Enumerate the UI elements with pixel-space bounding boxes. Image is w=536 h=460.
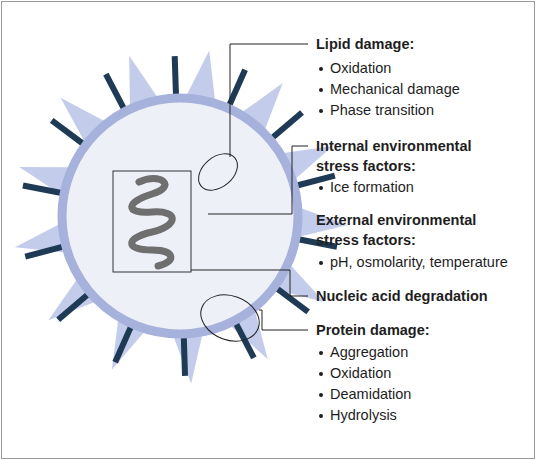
bullet-dot: [319, 88, 323, 92]
spike-rod: [52, 120, 86, 145]
callout-item: Ice formation: [330, 177, 414, 197]
callout-item: Mechanical damage: [330, 79, 460, 99]
callout-item: pH, osmolarity, temperature: [330, 252, 508, 272]
bullet-dot: [319, 351, 323, 355]
leader-line: [230, 44, 308, 157]
callout-ring: [194, 287, 265, 349]
spike-rod: [270, 113, 302, 140]
leader-line: [191, 270, 308, 296]
callout-item: Aggregation: [330, 342, 408, 362]
callout-heading: Lipid damage:: [316, 34, 516, 54]
spike-triangle: [172, 332, 203, 384]
spike-rod: [294, 176, 335, 187]
nucleic-acid-helix: [132, 179, 173, 266]
bullet-dot: [319, 186, 323, 190]
bullet-dot: [319, 414, 323, 418]
callout-heading: Internal environmental stress factors:: [316, 136, 501, 176]
genome-box: [113, 171, 191, 272]
callout-heading: Protein damage:: [316, 320, 516, 340]
callout-item: Deamidation: [330, 384, 411, 404]
bullet-dot: [319, 261, 323, 265]
callout-item: Hydrolysis: [330, 405, 397, 425]
bullet-dot: [319, 393, 323, 397]
bullet-dot: [319, 372, 323, 376]
spikes: [15, 51, 348, 384]
spike-rod: [23, 185, 64, 193]
spike-rod: [58, 292, 90, 319]
callout-item: Phase transition: [330, 100, 434, 120]
spike-rod: [175, 56, 176, 98]
spike-rod: [115, 324, 132, 362]
spike-rod: [228, 70, 245, 108]
callout-item: Oxidation: [330, 58, 391, 78]
spike-rod: [274, 287, 308, 312]
callout-item: Oxidation: [330, 363, 391, 383]
leader-line: [208, 146, 308, 214]
spike-rod: [184, 334, 185, 376]
leader-line: [259, 310, 308, 330]
spike-rod: [106, 74, 125, 111]
membrane: [62, 98, 298, 334]
bullet-dot: [319, 109, 323, 113]
callout-heading: External environmental stress factors:: [316, 210, 501, 250]
bullet-dot: [319, 67, 323, 71]
spike-rod: [234, 321, 253, 358]
callout-heading: Nucleic acid degradation: [316, 286, 526, 306]
callout-ring: [192, 146, 245, 197]
spike-rod: [25, 246, 66, 257]
